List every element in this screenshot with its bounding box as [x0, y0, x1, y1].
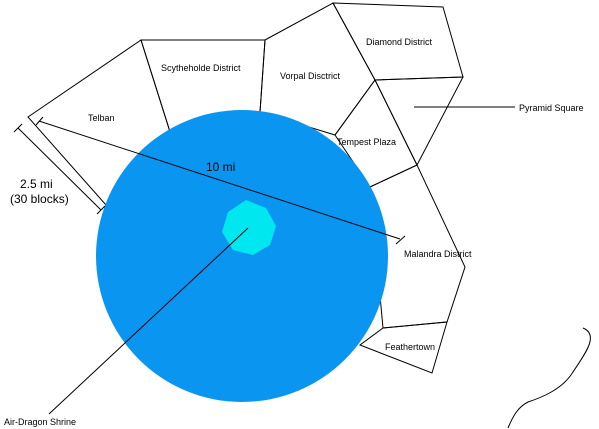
malandra-boundary: [369, 164, 466, 329]
air-dragon-shrine-marker: [222, 200, 276, 255]
label-telban: Telban: [88, 113, 115, 123]
label-tempest-plaza: Tempest Plaza: [337, 137, 396, 147]
label-block-span-line1: 2.5 mi: [20, 177, 53, 191]
label-pyramid-square: Pyramid Square: [519, 103, 584, 113]
label-diamond: Diamond District: [366, 37, 433, 47]
block-span-cap-top: [13, 123, 23, 133]
coastline: [507, 327, 591, 429]
range-circle: [96, 110, 388, 402]
block-span-cap-bottom: [96, 205, 106, 215]
diameter-cap-right: [395, 235, 406, 245]
label-block-span-line2: (30 blocks): [10, 192, 69, 206]
label-feathertown: Feathertown: [385, 342, 435, 352]
label-diameter: 10 mi: [206, 160, 235, 174]
diameter-line: [38, 120, 401, 240]
label-scytheholde: Scytheholde District: [161, 63, 241, 73]
block-span-line: [17, 127, 102, 211]
label-air-dragon-shrine: Air-Dragon Shrine: [4, 417, 76, 427]
pyramid-square-boundary: [374, 76, 464, 167]
label-malandra: Malandra District: [404, 249, 472, 259]
label-vorpal: Vorpal Disctrict: [280, 71, 341, 81]
feathertown-boundary: [358, 321, 448, 374]
shrine-leader-line: [48, 227, 249, 415]
diameter-cap-left: [35, 116, 44, 126]
